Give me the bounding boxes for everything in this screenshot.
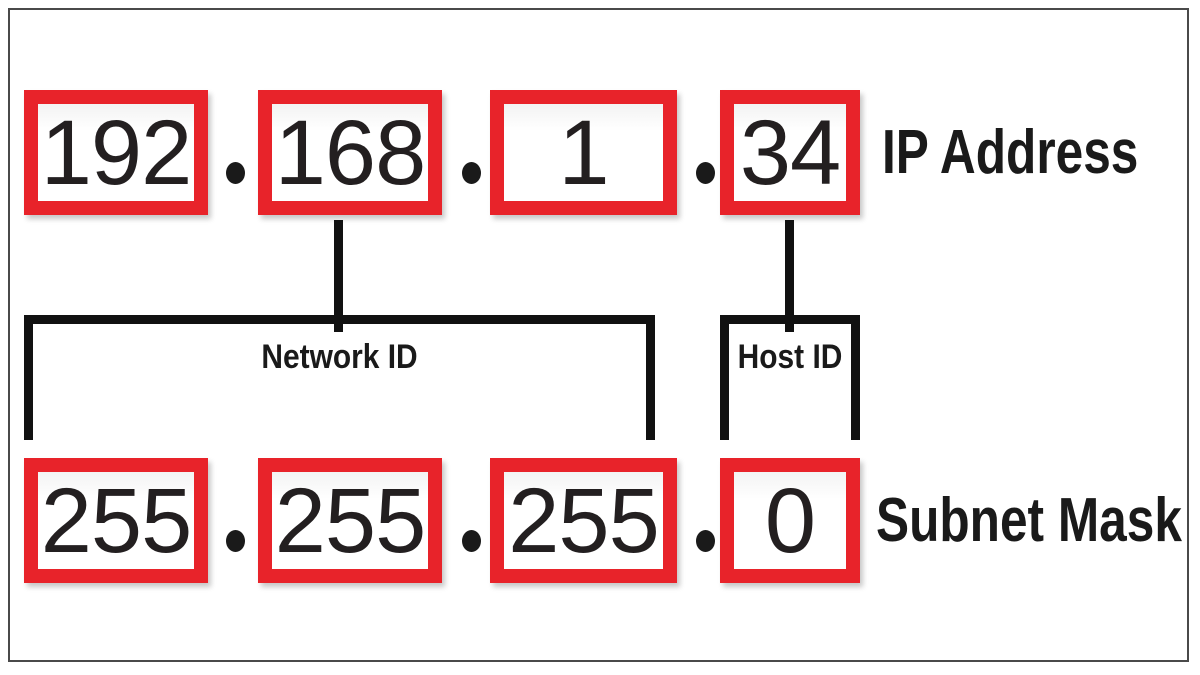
host-id-bracket-left-leg	[720, 315, 729, 440]
ip-octet-1-inner: 192	[38, 104, 194, 201]
mask-octet-4[interactable]: 0	[720, 458, 860, 583]
ip-octet-3[interactable]: 1	[490, 90, 677, 215]
ip-octet-4[interactable]: 34	[720, 90, 860, 215]
mask-octet-2-inner: 255	[272, 472, 428, 569]
mask-octet-3-inner: 255	[504, 472, 663, 569]
mask-separator-1	[226, 530, 245, 552]
ip-address-label: IP Address	[882, 118, 1139, 187]
network-id-bracket-left-leg	[24, 315, 33, 440]
host-id-bracket-rail	[720, 315, 860, 324]
ip-octet-3-value: 1	[558, 101, 609, 204]
mask-separator-2	[462, 530, 481, 552]
mask-octet-1-inner: 255	[38, 472, 194, 569]
mask-separator-3	[696, 530, 715, 552]
mask-octet-4-value: 0	[764, 469, 816, 572]
ip-separator-1	[226, 162, 245, 184]
ip-octet-1-value: 192	[40, 101, 192, 204]
mask-octet-3[interactable]: 255	[490, 458, 677, 583]
figure-frame: 192 168 1 34 IP Address	[8, 8, 1189, 662]
host-id-stem	[785, 220, 794, 332]
network-id-label: Network ID	[261, 338, 418, 376]
mask-octet-3-value: 255	[508, 469, 659, 572]
subnet-mask-label: Subnet Mask	[876, 486, 1182, 555]
network-id-stem	[334, 220, 343, 332]
host-id-label: Host ID	[737, 338, 843, 376]
mask-octet-1-value: 255	[40, 469, 192, 572]
host-id-bracket-right-leg	[851, 315, 860, 440]
mask-octet-1[interactable]: 255	[24, 458, 208, 583]
mask-octet-4-inner: 0	[734, 472, 846, 569]
ip-octet-4-inner: 34	[734, 104, 846, 201]
ip-separator-3	[696, 162, 715, 184]
network-id-bracket-right-leg	[646, 315, 655, 440]
mask-octet-2-value: 255	[274, 469, 426, 572]
mask-octet-2[interactable]: 255	[258, 458, 442, 583]
ip-octet-2-inner: 168	[272, 104, 428, 201]
ip-octet-2-value: 168	[274, 101, 426, 204]
ip-octet-3-inner: 1	[504, 104, 663, 201]
ip-separator-2	[462, 162, 481, 184]
ip-octet-4-value: 34	[739, 101, 841, 204]
ip-octet-1[interactable]: 192	[24, 90, 208, 215]
network-id-bracket-rail	[24, 315, 655, 324]
ip-octet-2[interactable]: 168	[258, 90, 442, 215]
